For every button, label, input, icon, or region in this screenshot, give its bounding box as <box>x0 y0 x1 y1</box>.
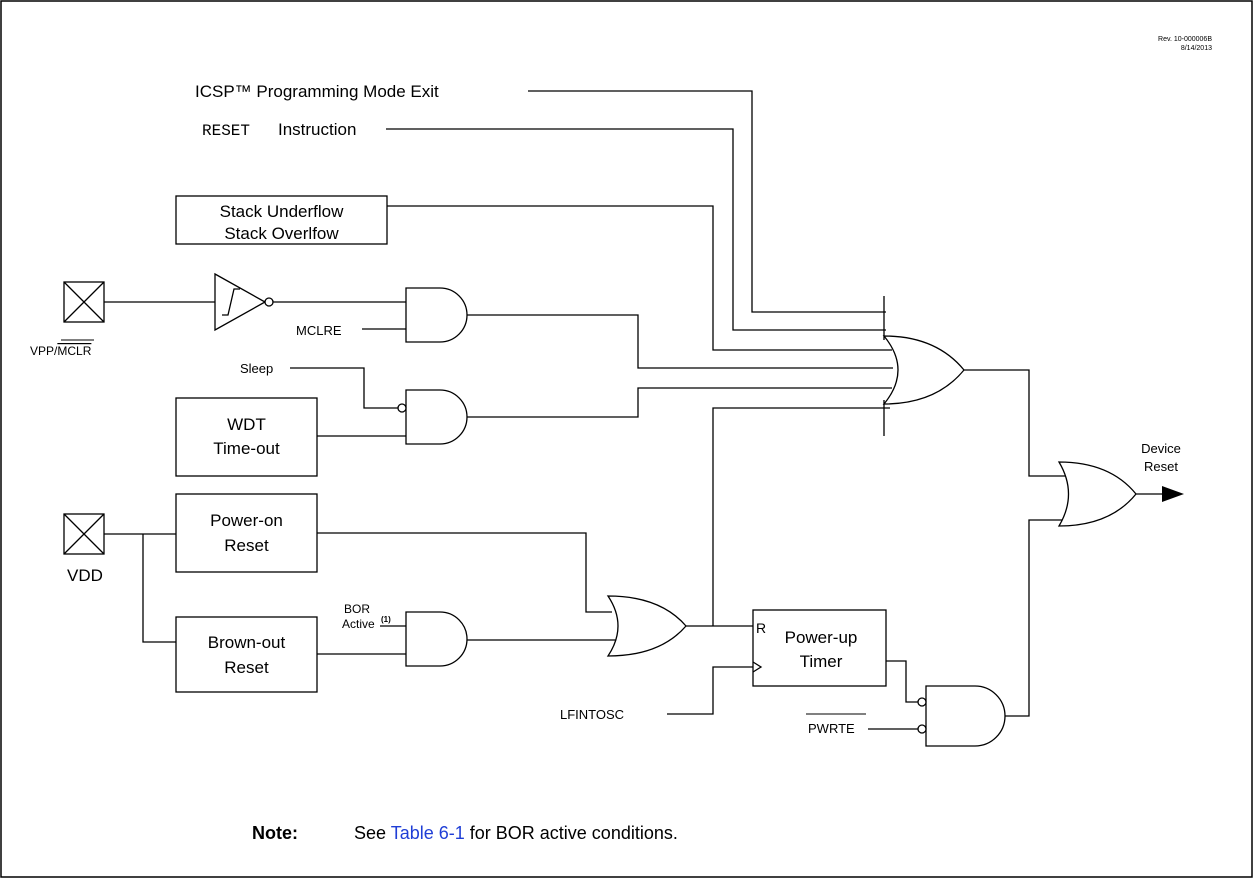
or-gate-output-icon <box>1057 461 1137 527</box>
icsp-label: ICSP™ Programming Mode Exit <box>195 82 439 101</box>
icsp-wire <box>528 90 886 313</box>
reset-instruction-code: RESET <box>202 122 250 140</box>
pwrt-out-wire <box>886 660 918 703</box>
stack-block <box>175 195 388 245</box>
por-label-2: Reset <box>224 536 269 555</box>
wdt-block <box>175 397 318 477</box>
note-label: Note: <box>252 823 298 843</box>
schmitt-inverter-icon <box>214 272 274 332</box>
device-reset-label-1: Device <box>1141 441 1181 456</box>
bor-label-2: Reset <box>224 658 269 677</box>
bor-active-label-2: Active <box>342 617 375 631</box>
pwrt-inversion-bubble <box>917 697 927 707</box>
wdt-label-1: WDT <box>227 415 266 434</box>
bor-active-label-1: BOR <box>344 602 370 616</box>
and-gate-bor-icon <box>405 611 468 667</box>
lfintosc-label: LFINTOSC <box>560 707 624 722</box>
por-wire <box>317 532 612 613</box>
or-gate-main-icon <box>882 335 965 405</box>
por-label-1: Power-on <box>210 511 283 530</box>
bor-active-footnote: (1) <box>381 615 391 624</box>
and-gate-mclr-icon <box>405 287 468 343</box>
sleep-inversion-bubble <box>397 403 407 413</box>
mclr-overbar-text: MCLR <box>57 344 91 358</box>
note-text: Note: See Table 6-1 for BOR active condit… <box>252 823 678 844</box>
pwrt-block <box>752 609 887 687</box>
stack-underflow-label: Stack Underflow <box>220 202 344 221</box>
bor-label-1: Brown-out <box>208 633 286 652</box>
and-gate-pwrt-icon <box>925 685 1006 747</box>
vdd-label: VDD <box>67 566 103 585</box>
vdd-pin-icon <box>63 513 105 555</box>
stack-overflow-label: Stack Overlfow <box>224 224 339 243</box>
revision-line1: Rev. 10-000006B <box>1158 36 1212 43</box>
bor-block <box>175 616 318 693</box>
mclre-label: MCLRE <box>296 323 342 338</box>
pwrt-reset-pin-label: R <box>756 620 766 636</box>
table-6-1-link[interactable]: Table 6-1 <box>390 823 465 843</box>
and-wdt-out-wire <box>467 387 892 418</box>
pwrt-label-1: Power-up <box>785 628 858 647</box>
pwrte-inversion-bubble <box>917 724 927 734</box>
note-pre: See <box>354 823 391 843</box>
or-gate-power-icon <box>606 595 687 657</box>
vpp-mclr-label: VPP/MCLR <box>30 344 92 358</box>
lfintosc-wire <box>667 666 753 715</box>
reset-instruction-text: Instruction <box>278 120 356 139</box>
stack-wire <box>387 205 892 351</box>
output-arrow-icon <box>1162 486 1184 502</box>
vpp-pin-icon <box>63 281 105 323</box>
pwrte-label: PWRTE <box>808 721 855 736</box>
pwrt-label-2: Timer <box>800 652 843 671</box>
note-post: for BOR active conditions. <box>464 823 678 843</box>
and-gate-wdt-icon <box>405 389 468 445</box>
pwrt-clock-icon <box>752 661 763 673</box>
reset-instruction-wire <box>386 128 886 331</box>
por-block <box>175 493 318 573</box>
device-reset-label-2: Reset <box>1144 459 1178 474</box>
sleep-wire <box>290 367 398 409</box>
wdt-label-2: Time-out <box>213 439 280 458</box>
or2-to-or1-wire <box>712 407 890 626</box>
and-pwrt-out-wire <box>1005 519 1065 717</box>
sleep-label: Sleep <box>240 361 273 376</box>
or1-out-wire <box>964 369 1065 477</box>
revision-line2: 8/14/2013 <box>1181 45 1212 52</box>
and-mclr-out-wire <box>467 314 893 369</box>
vdd-wire <box>104 533 176 643</box>
